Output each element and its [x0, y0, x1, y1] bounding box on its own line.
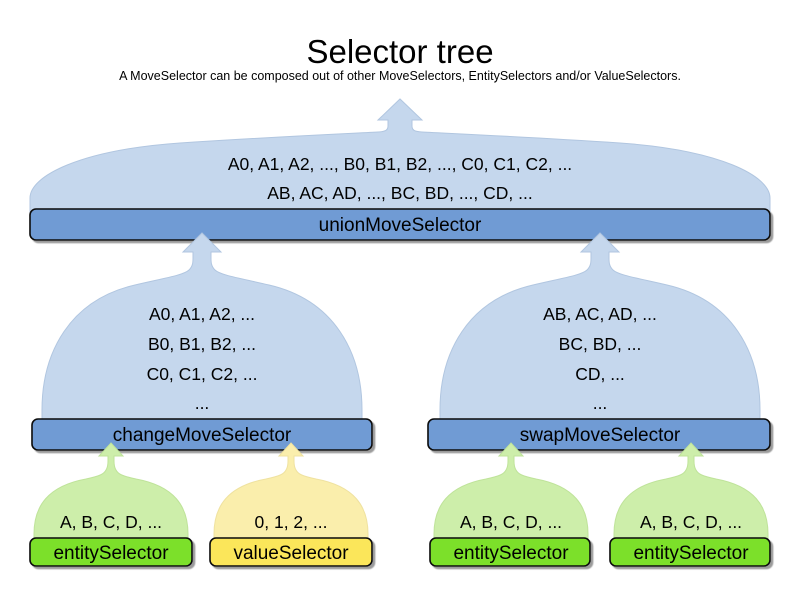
swap-content-line-3: CD, ...	[575, 364, 625, 384]
change-value-content-line-1: 0, 1, 2, ...	[255, 512, 328, 532]
swap-content-line-1: AB, AC, AD, ...	[543, 304, 657, 324]
change-entity-dome-with-arrow	[33, 442, 189, 542]
change-entity-selector-bar[interactable]	[29, 537, 193, 567]
node-union-move-selector[interactable]: A0, A1, A2, ..., B0, B1, B2, ..., C0, C1…	[29, 98, 771, 241]
change-content-line-4: ...	[195, 393, 210, 413]
swap-move-selector-bar[interactable]	[427, 418, 771, 451]
node-change-value-selector[interactable]: 0, 1, 2, ... valueSelector	[209, 442, 373, 567]
change-value-dome-with-arrow	[213, 442, 369, 542]
union-move-selector-label: unionMoveSelector	[319, 215, 482, 236]
swap-content-line-2: BC, BD, ...	[559, 334, 642, 354]
swap-entity-right-content-line-1: A, B, C, D, ...	[640, 512, 742, 532]
change-content-line-3: C0, C1, C2, ...	[147, 364, 258, 384]
union-content-line-1: A0, A1, A2, ..., B0, B1, B2, ..., C0, C1…	[228, 154, 572, 174]
node-change-move-selector[interactable]: A0, A1, A2, ... B0, B1, B2, ... C0, C1, …	[31, 232, 373, 451]
swap-entity-selector-right-bar[interactable]	[609, 537, 771, 567]
change-dome-with-arrow	[41, 232, 363, 423]
page-title: Selector tree	[306, 33, 493, 70]
node-swap-entity-selector-left[interactable]: A, B, C, D, ... entitySelector	[429, 442, 591, 567]
change-entity-content-line-1: A, B, C, D, ...	[60, 512, 162, 532]
swap-entity-selector-left-bar[interactable]	[429, 537, 591, 567]
union-content-line-2: AB, AC, AD, ..., BC, BD, ..., CD, ...	[267, 183, 532, 203]
change-content-line-1: A0, A1, A2, ...	[149, 304, 255, 324]
swap-entity-right-dome-with-arrow	[613, 442, 769, 542]
union-move-selector-bar[interactable]	[29, 208, 771, 241]
swap-entity-selector-left-label: entitySelector	[453, 543, 569, 564]
page-subtitle: A MoveSelector can be composed out of ot…	[119, 69, 681, 83]
change-move-selector-bar[interactable]	[31, 418, 373, 451]
change-value-selector-bar[interactable]	[209, 537, 373, 567]
change-value-selector-label: valueSelector	[233, 543, 349, 564]
change-entity-selector-label: entitySelector	[53, 543, 169, 564]
swap-move-selector-label: swapMoveSelector	[520, 425, 681, 446]
swap-entity-left-content-line-1: A, B, C, D, ...	[460, 512, 562, 532]
swap-content-line-4: ...	[593, 393, 608, 413]
change-move-selector-label: changeMoveSelector	[113, 425, 292, 446]
node-swap-move-selector[interactable]: AB, AC, AD, ... BC, BD, ... CD, ... ... …	[427, 232, 771, 451]
node-swap-entity-selector-right[interactable]: A, B, C, D, ... entitySelector	[609, 442, 771, 567]
swap-entity-left-dome-with-arrow	[433, 442, 589, 542]
union-dome-with-arrow	[29, 98, 771, 213]
change-content-line-2: B0, B1, B2, ...	[148, 334, 256, 354]
node-change-entity-selector[interactable]: A, B, C, D, ... entitySelector	[29, 442, 193, 567]
swap-dome-with-arrow	[439, 232, 761, 423]
swap-entity-selector-right-label: entitySelector	[633, 543, 749, 564]
